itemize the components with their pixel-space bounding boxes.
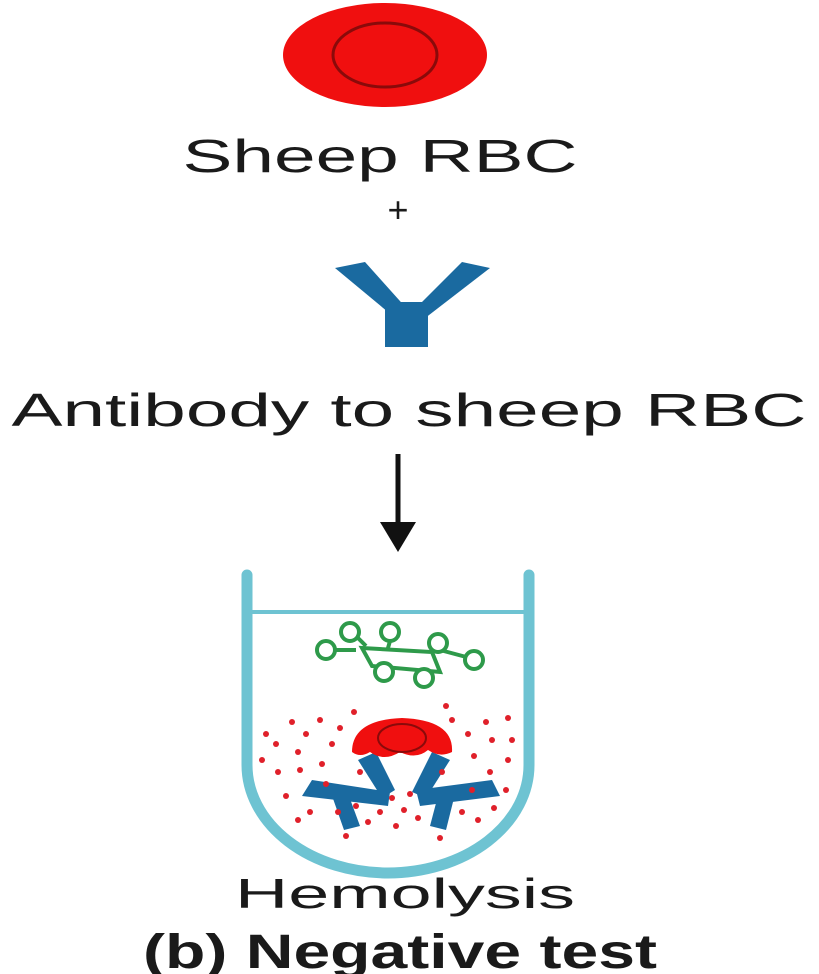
caption: (b) Negative test: [143, 926, 657, 974]
plus-sign: +: [387, 189, 408, 230]
complement-icon: [317, 623, 483, 687]
result-label: Hemolysis: [235, 870, 575, 917]
test-tube-icon: [247, 575, 529, 873]
lysed-rbc: [352, 718, 452, 757]
rbc-label: Sheep RBC: [183, 130, 578, 182]
down-arrow-icon: [380, 454, 416, 552]
antibody-label: Antibody to sheep RBC: [12, 384, 807, 436]
rbc-icon: [283, 3, 487, 107]
antibody-icon: [335, 262, 490, 347]
